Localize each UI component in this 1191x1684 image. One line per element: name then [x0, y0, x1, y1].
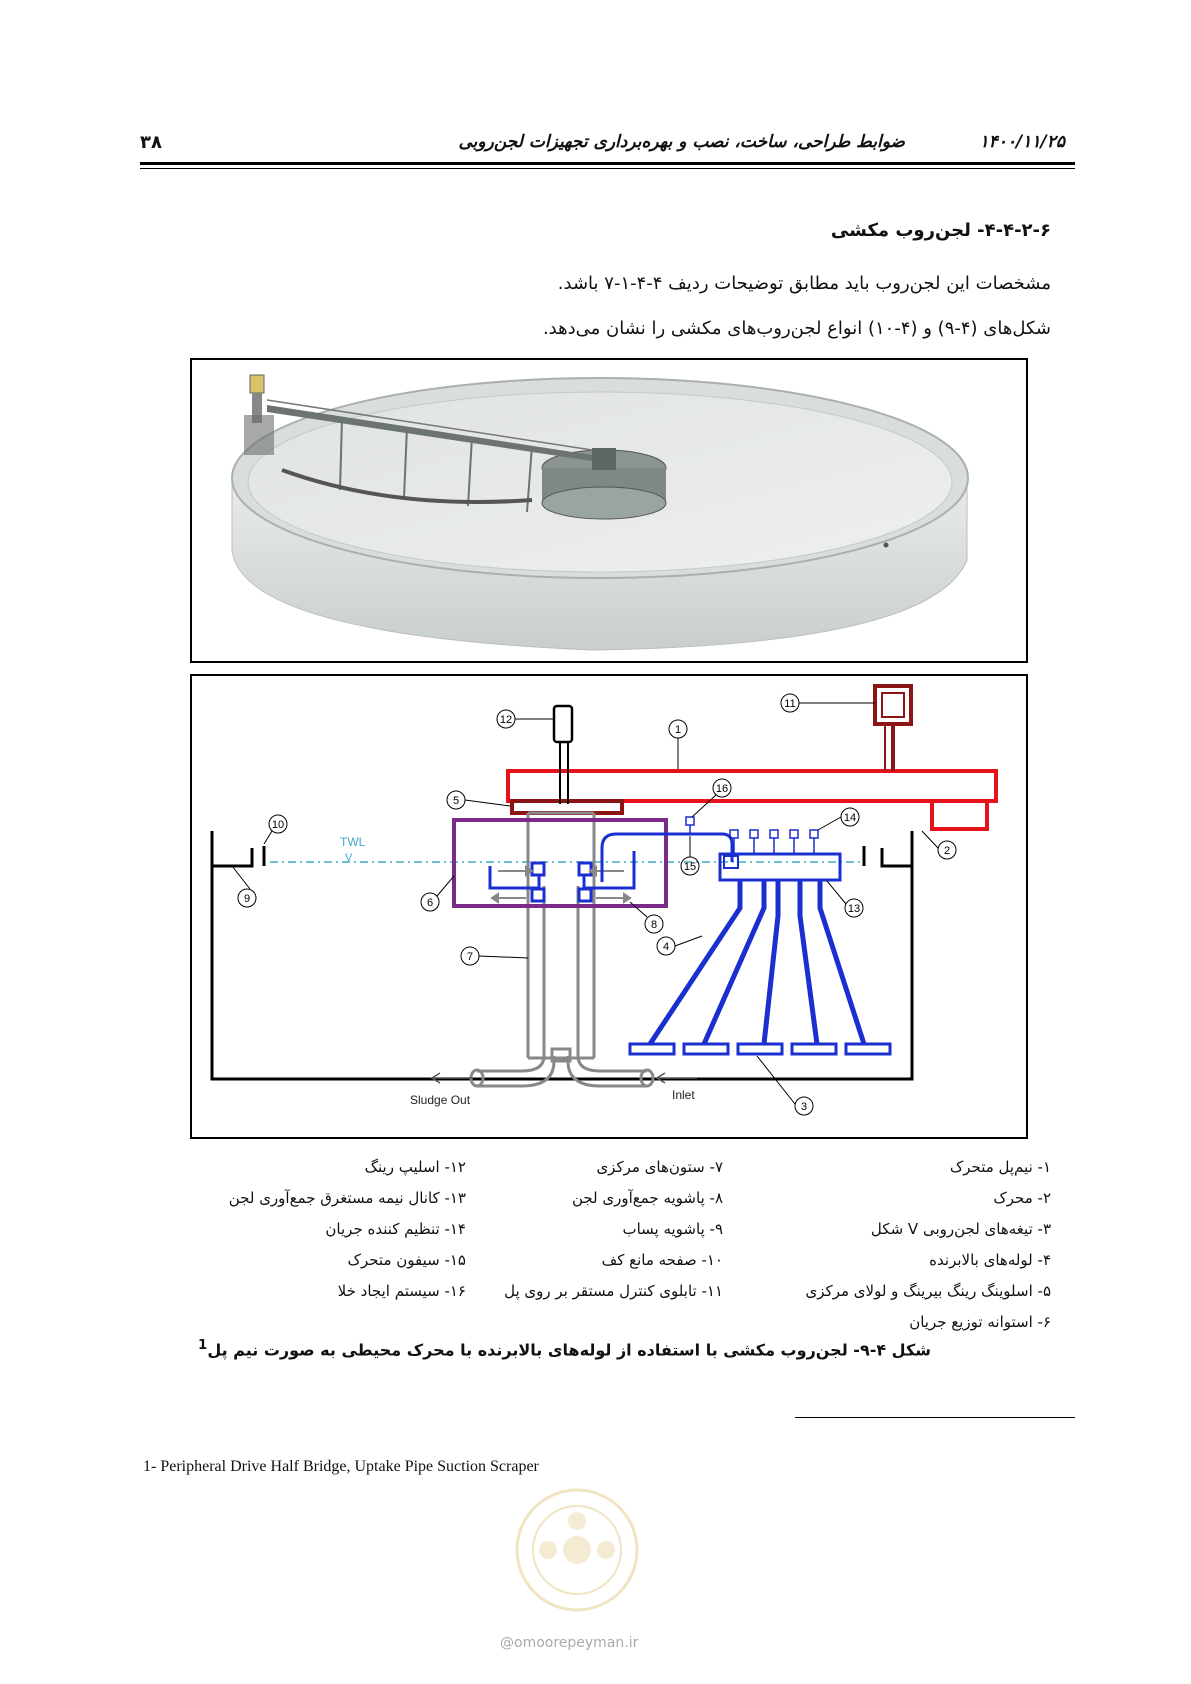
central-column [477, 811, 647, 1088]
drive [930, 799, 989, 831]
svg-text:5: 5 [453, 795, 459, 807]
header-rule-thick [140, 162, 1075, 165]
svg-text:1: 1 [675, 724, 681, 736]
svg-text:14: 14 [844, 812, 856, 824]
callout-12: 12 [496, 709, 554, 729]
caption-text: شکل ۴-۹- لجن‌روب مکشی با استفاده از لوله… [207, 1340, 931, 1360]
legend-item: ۱۴- تنظیم کننده جریان [325, 1220, 466, 1238]
footnote: 1- Peripheral Drive Half Bridge, Uptake … [143, 1458, 539, 1475]
svg-text:8: 8 [651, 919, 657, 931]
effluent-trough-right [880, 848, 912, 868]
sludge-trough [488, 851, 636, 903]
legend-col-3: ۱۲- اسلیپ رینگ ۱۳- کانال نیمه مستغرق جمع… [186, 1152, 466, 1307]
slip-ring [552, 704, 574, 744]
svg-text:13: 13 [848, 903, 860, 915]
paragraph-1: مشخصات این لجن‌روب باید مطابق توضیحات رد… [557, 273, 1051, 294]
legend-item: ۴- لوله‌های بالابرنده [929, 1251, 1051, 1269]
scraper-blades [628, 1042, 892, 1056]
svg-text:2: 2 [944, 845, 950, 857]
legend-item: ۱۶- سیستم ایجاد خلا [337, 1282, 466, 1300]
legend-item: ۵- اسلوینگ رینگ بیرینگ و لولای مرکزی [805, 1282, 1051, 1300]
callout-8: 8 [629, 901, 664, 934]
figure-caption: شکل ۴-۹- لجن‌روب مکشی با استفاده از لوله… [198, 1338, 931, 1359]
callout-5: 5 [446, 790, 511, 810]
page-header: ۳۸ ضوابط طراحی، ساخت، نصب و بهره‌برداری … [140, 130, 1075, 160]
callout-2: 2 [921, 830, 957, 860]
callout-4: 4 [656, 935, 703, 956]
footnote-rule [795, 1417, 1075, 1418]
callout-1: 1 [668, 719, 688, 769]
legend-item: ۱۲- اسلیپ رینگ [364, 1158, 466, 1176]
callout-7: 7 [460, 946, 529, 966]
page-number: ۳۸ [140, 132, 162, 153]
legend-item: ۳- تیغه‌های لجن‌روبی V شکل [870, 1220, 1051, 1238]
svg-text:7: 7 [467, 951, 473, 963]
caption-footnote-ref: 1 [198, 1338, 208, 1353]
header-rule-thin [140, 168, 1075, 169]
legend-col-1: ۱- نیم‌پل متحرک ۲- محرک ۳- تیغه‌های لجن‌… [791, 1152, 1051, 1338]
svg-text:11: 11 [784, 698, 795, 710]
svg-text:3: 3 [801, 1101, 807, 1113]
legend-col-2: ۷- ستون‌های مرکزی ۸- پاشویه جمع‌آوری لجن… [473, 1152, 723, 1307]
distribution-cylinder [452, 818, 668, 908]
svg-text:4: 4 [663, 941, 669, 953]
half-bridge [506, 769, 998, 803]
watermark-text: @omoorepeyman.ir [500, 1635, 639, 1651]
tank-outline [210, 831, 914, 1081]
callout-3: 3 [756, 1055, 814, 1116]
callout-14: 14 [817, 807, 860, 831]
legend-item: ۱۱- تابلوی کنترل مستقر بر روی پل [504, 1282, 723, 1300]
clarifier-render-frame [190, 358, 1028, 663]
svg-text:9: 9 [244, 893, 250, 905]
legend-item: ۶- استوانه توزیع جریان [909, 1313, 1051, 1331]
section-heading: ۴-۴-۲-۶- لجن‌روب مکشی [830, 220, 1051, 241]
callout-15: 15 [680, 836, 700, 876]
suction-scraper-schematic: TWL V [210, 684, 998, 1116]
schematic-frame: TWL V [190, 674, 1028, 1139]
callout-13: 13 [826, 880, 864, 918]
svg-text:6: 6 [427, 897, 433, 909]
twl-mark: V [345, 852, 353, 864]
legend-item: ۸- پاشویه جمع‌آوری لجن [571, 1189, 723, 1207]
legend-item: ۱۳- کانال نیمه مستغرق جمع‌آوری لجن [228, 1189, 466, 1207]
svg-text:12: 12 [500, 714, 512, 726]
callout-16: 16 [691, 778, 732, 818]
twl-label: TWL [340, 835, 366, 849]
callout-11: 11 [780, 693, 875, 713]
legend-item: ۷- ستون‌های مرکزی [596, 1158, 723, 1176]
siphon [600, 832, 734, 882]
watermark-logo [515, 1488, 639, 1612]
paragraph-2: شکل‌های (۴-۹) و (۴-۱۰) انواع لجن‌روب‌های… [542, 318, 1051, 339]
header-date: ۱۴۰۰/۱۱/۲۵ [979, 132, 1065, 152]
clarifier-render-image [231, 374, 969, 651]
legend-item: ۱۰- صفحه مانع کف [601, 1251, 723, 1269]
svg-text:16: 16 [716, 783, 728, 795]
svg-text:10: 10 [272, 819, 284, 831]
callout-10: 10 [263, 814, 288, 845]
sludge-out-label: Sludge Out [410, 1093, 471, 1107]
callout-6: 6 [420, 875, 455, 912]
flow-regulators [729, 829, 819, 854]
legend-item: ۱۵- سیفون متحرک [347, 1251, 466, 1269]
uptake-pipes [647, 880, 867, 1046]
svg-text:15: 15 [684, 861, 696, 873]
inlet-label: Inlet [672, 1088, 695, 1102]
vacuum-system [685, 816, 695, 826]
callout-9: 9 [231, 865, 257, 908]
control-panel [873, 684, 913, 726]
legend-item: ۱- نیم‌پل متحرک [949, 1158, 1051, 1176]
legend-item: ۹- پاشویه پساب [622, 1220, 723, 1238]
legend-item: ۲- محرک [993, 1189, 1051, 1207]
header-title: ضوابط طراحی، ساخت، نصب و بهره‌برداری تجه… [458, 132, 906, 152]
effluent-trough-left [212, 848, 254, 868]
